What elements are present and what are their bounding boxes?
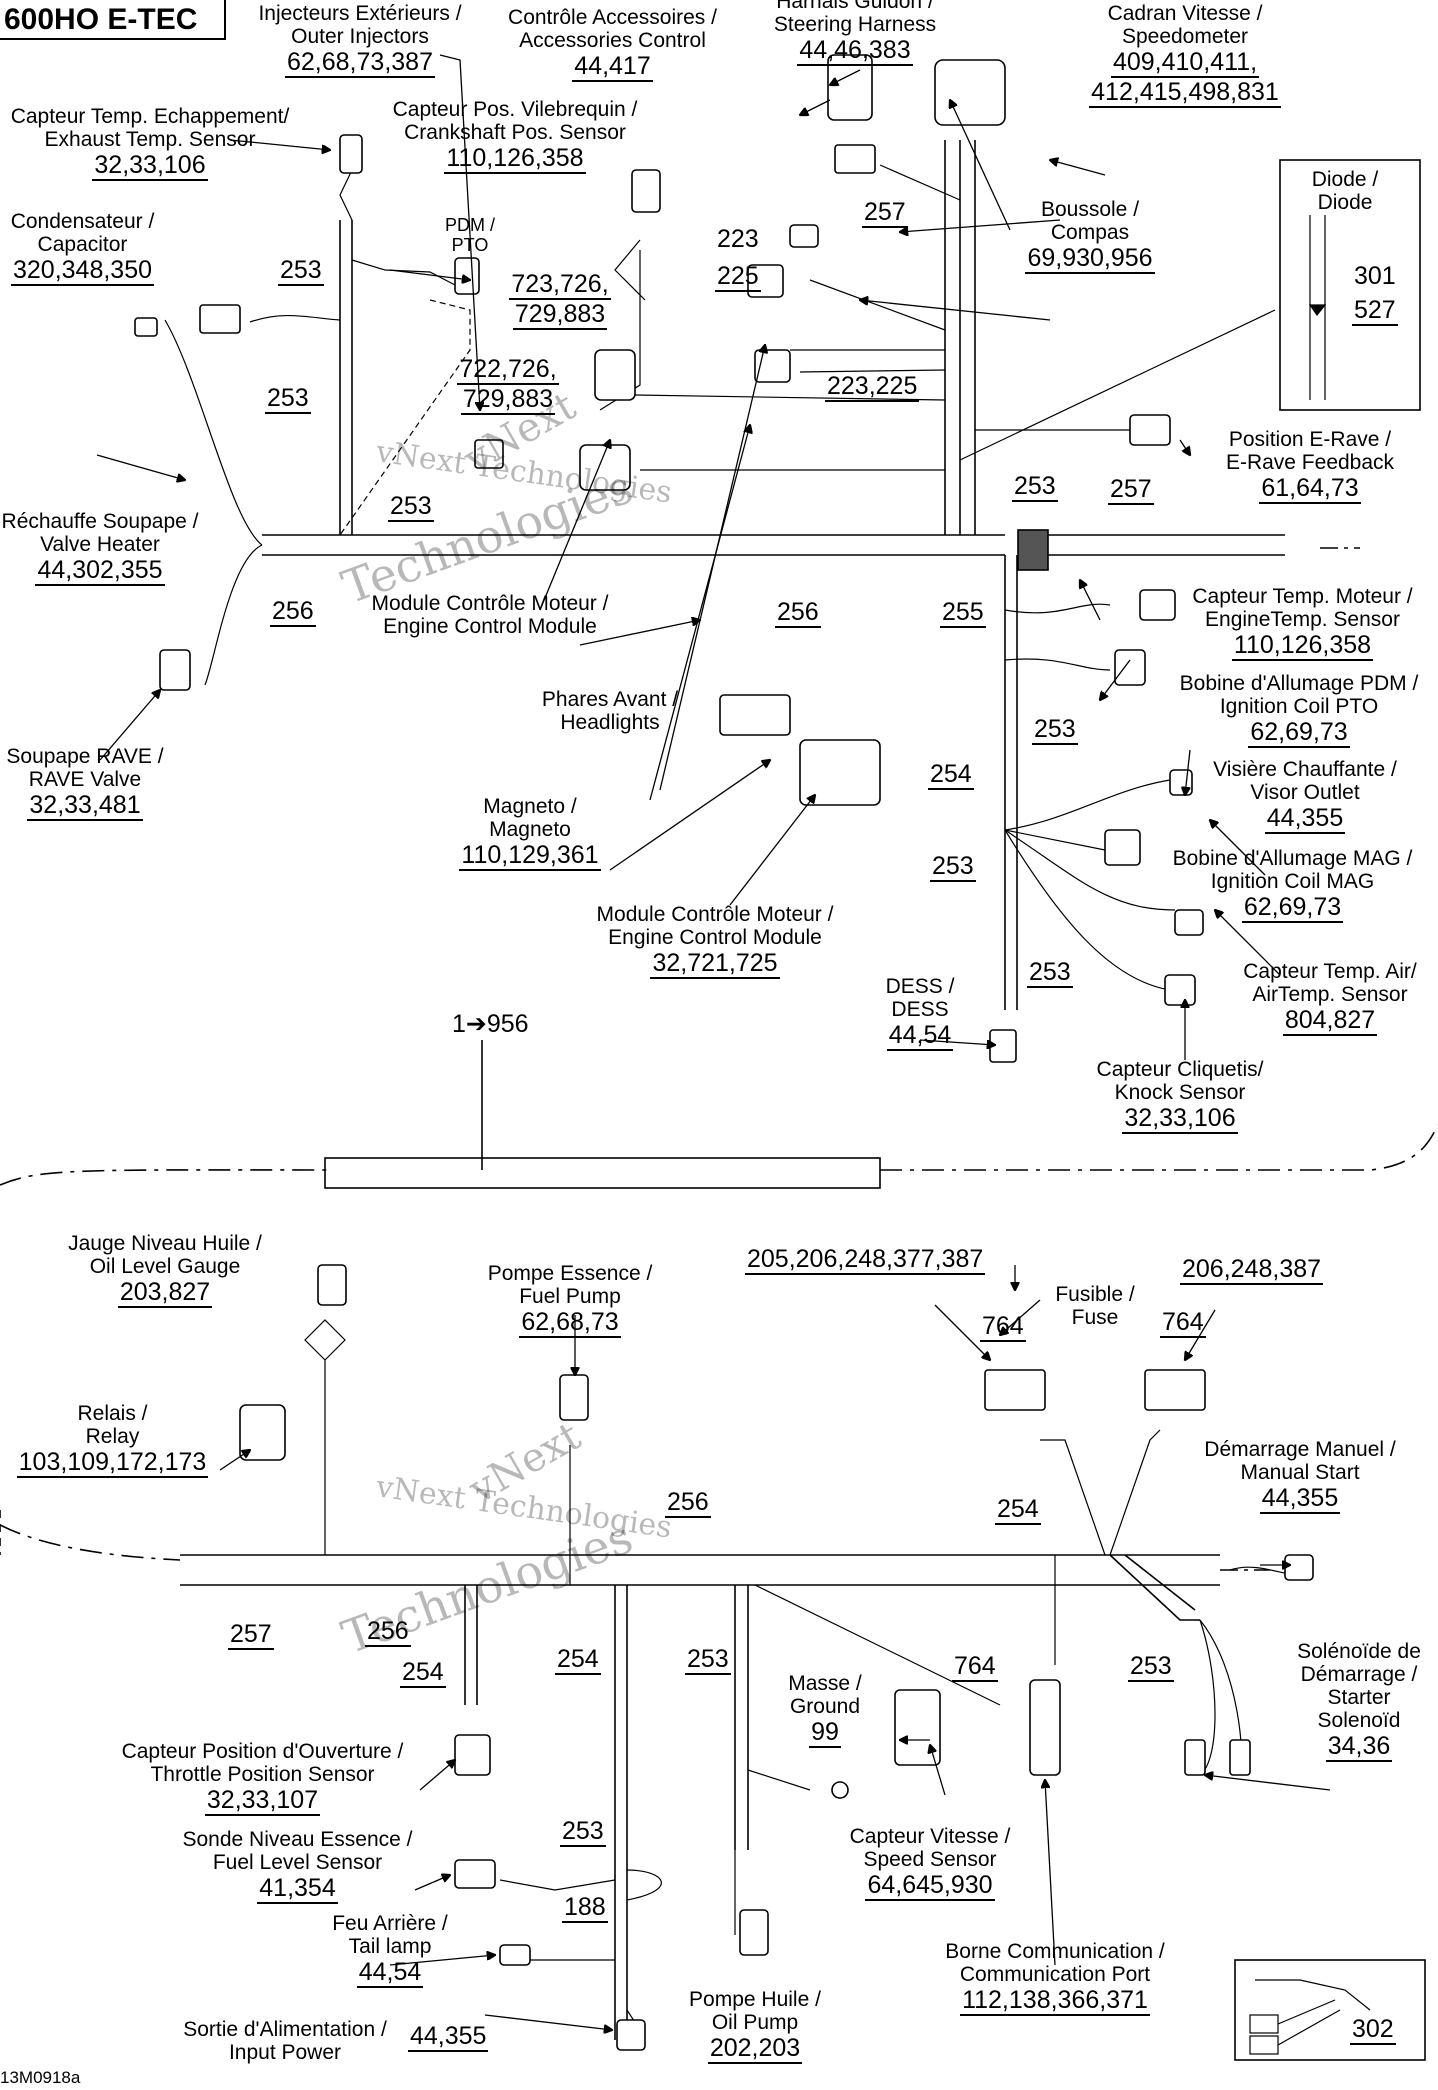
callout-764-b: 764: [1160, 1308, 1206, 1338]
callout-input-power-parts: 44,355: [408, 2022, 489, 2052]
callout-223: 223: [717, 225, 759, 253]
label-crankshaft-pos: Capteur Pos. Vilebrequin /Crankshaft Pos…: [392, 98, 638, 174]
callout-256-a: 256: [270, 597, 316, 627]
diode-detail: [1308, 215, 1327, 400]
callout-225: 225: [715, 262, 761, 292]
callout-253-e: 253: [1032, 715, 1078, 745]
model-title: 600HO E-TEC: [0, 0, 226, 40]
label-exhaust-temp: Capteur Temp. Echappement/Exhaust Temp. …: [10, 105, 290, 181]
label-coil-mag: Bobine d'Allumage MAG /Ignition Coil MAG…: [1172, 847, 1413, 923]
label-input-power: Sortie d'Alimentation /Input Power: [183, 2018, 387, 2064]
callout-diode-301: 301: [1354, 262, 1396, 290]
separator-label: 1➔956: [452, 1010, 529, 1038]
callout-253-a: 253: [278, 256, 324, 286]
separator: [0, 1040, 1438, 1189]
label-ecm-b: 722,726,729,883: [457, 355, 559, 415]
callout-257-c: 257: [228, 1620, 274, 1650]
callout-254-c: 254: [400, 1658, 446, 1688]
leader-lines: [96, 54, 1331, 2030]
callout-diode-527: 527: [1352, 296, 1398, 326]
label-accessories-control: Contrôle Accessoires /Accessories Contro…: [508, 6, 717, 82]
callout-223-225: 223,225: [825, 372, 920, 402]
upper-main-harness: [262, 140, 1360, 1010]
label-throttle-pos: Capteur Position d'Ouverture /Throttle P…: [121, 1740, 404, 1816]
callout-256-b: 256: [775, 598, 821, 628]
diode-box: [1279, 159, 1421, 411]
label-ecm-bottom: Module Contrôle Moteur /Engine Control M…: [596, 903, 834, 979]
callout-253-h: 253: [685, 1645, 731, 1675]
callout-764-c: 764: [952, 1652, 998, 1682]
callout-764-a: 764: [980, 1312, 1026, 1342]
callout-254-a: 254: [928, 760, 974, 790]
callout-253-g: 253: [1027, 958, 1073, 988]
callout-254-b: 254: [995, 1495, 1041, 1525]
callout-253-f: 253: [930, 852, 976, 882]
connectors: [134, 54, 1314, 2051]
callout-253-i: 253: [1128, 1652, 1174, 1682]
label-headlights: Phares Avant /Headlights: [541, 688, 679, 734]
callout-253-b: 253: [265, 384, 311, 414]
upper-branch-wires: [164, 164, 1276, 991]
callout-fuse-parts-b: 206,248,387: [1180, 1255, 1324, 1285]
callout-188: 188: [562, 1893, 608, 1923]
callout-fuse-parts-a: 205,206,248,377,387: [745, 1245, 986, 1275]
callout-256-d: 256: [365, 1617, 411, 1647]
label-diode: Diode /Diode: [1311, 168, 1379, 214]
inset-box: [1234, 1959, 1426, 2061]
label-pdm-pto: PDM /PTO: [444, 215, 495, 255]
callout-253-c: 253: [388, 492, 434, 522]
inset-detail: [1249, 1979, 1371, 2055]
callout-253-d: 253: [1012, 472, 1058, 502]
label-ecm-a: 723,726,729,883: [509, 270, 611, 330]
callout-257-a: 257: [862, 198, 908, 228]
label-coil-pto: Bobine d'Allumage PDM /Ignition Coil PTO…: [1179, 672, 1419, 748]
label-ecm-top: Module Contrôle Moteur /Engine Control M…: [371, 592, 609, 638]
label-engine-temp: Capteur Temp. Moteur /EngineTemp. Sensor…: [1192, 585, 1413, 661]
callout-256-c: 256: [665, 1488, 711, 1518]
label-fuse: Fusible /Fuse: [1055, 1283, 1135, 1329]
callout-253-j: 253: [560, 1817, 606, 1847]
callout-254-d: 254: [555, 1645, 601, 1675]
callout-inset-302: 302: [1350, 2015, 1396, 2045]
lower-main-harness: [0, 1510, 1270, 2040]
figure-code: 13M0918a: [0, 2068, 81, 2087]
callout-255: 255: [940, 598, 986, 628]
callout-257-b: 257: [1108, 475, 1154, 505]
junction-block: [1017, 529, 1049, 571]
